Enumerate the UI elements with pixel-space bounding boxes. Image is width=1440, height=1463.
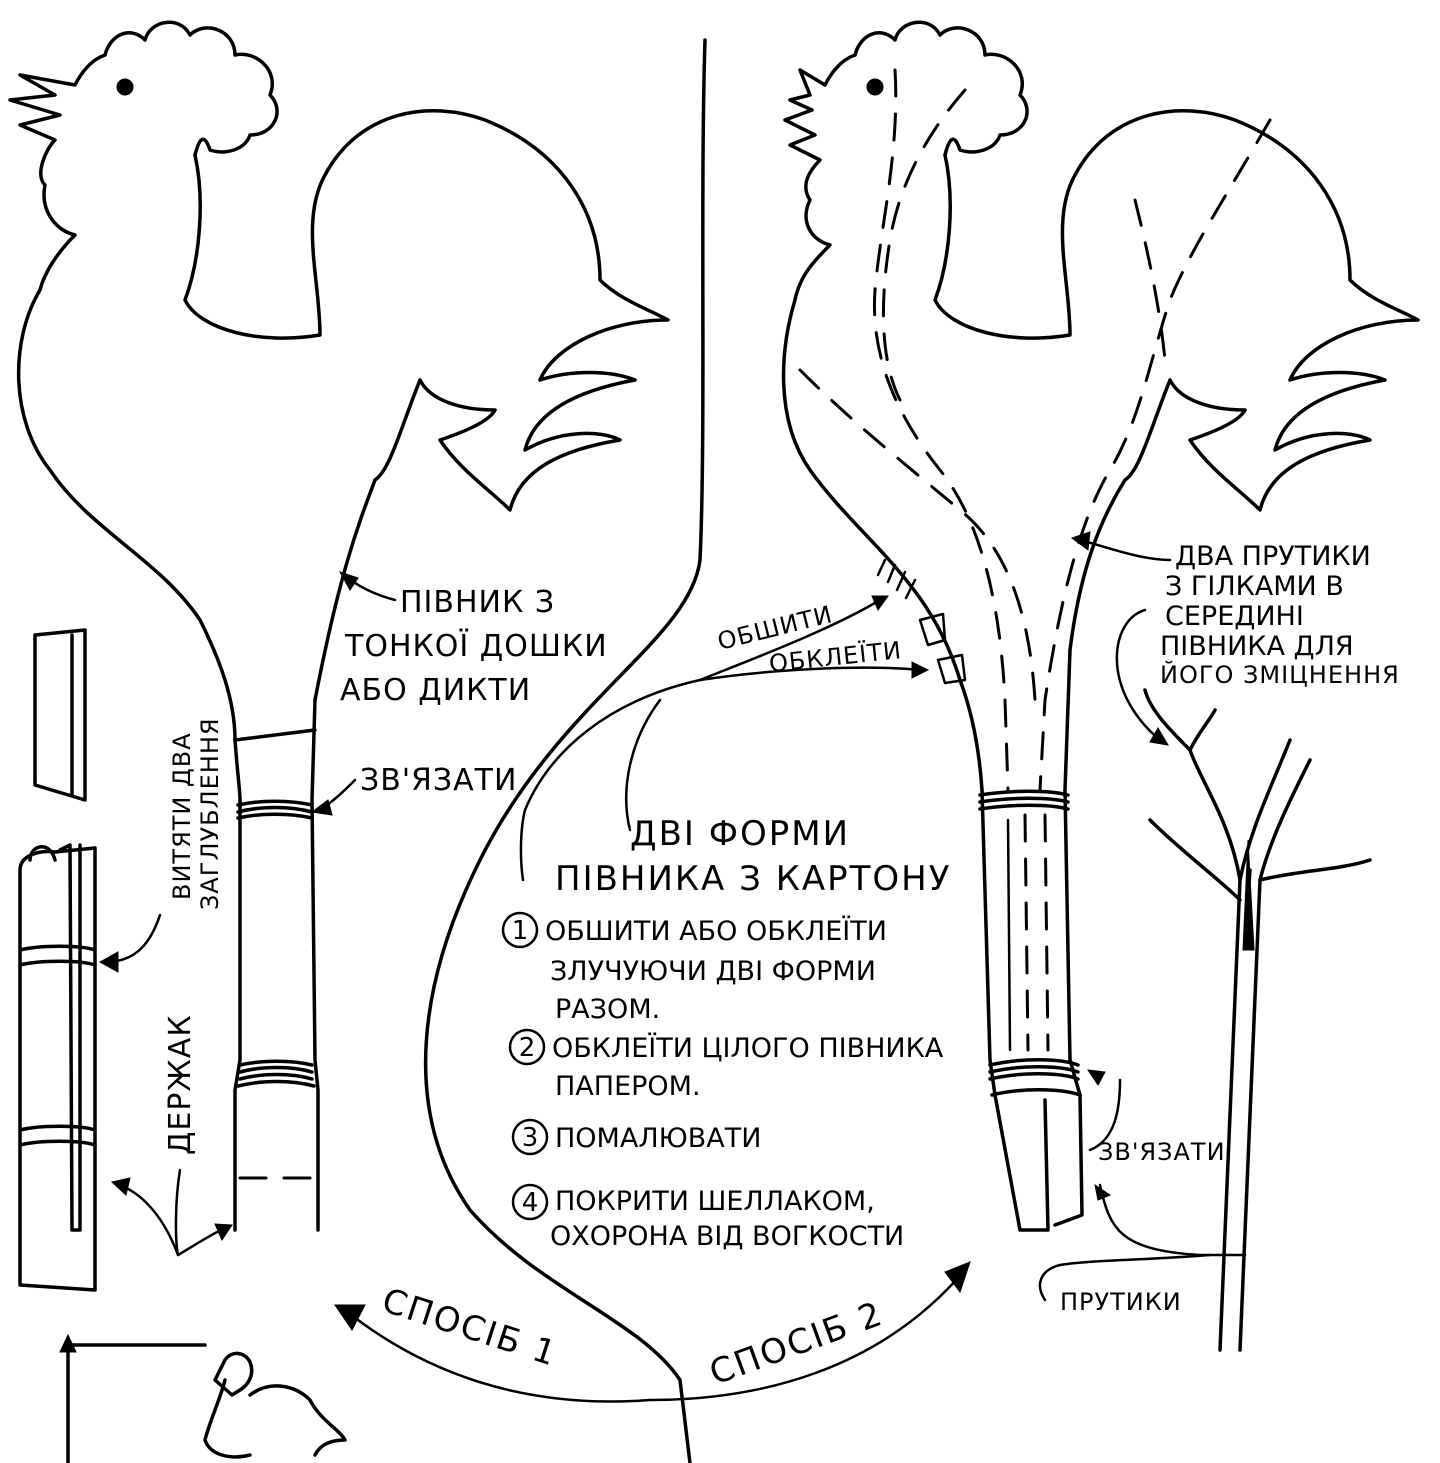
step-1: 1 ОБШИТИ АБО ОБКЛЕЇТИ ЗЛУЧУЮЧИ ДВІ ФОРМИ… xyxy=(503,913,887,1025)
twigs-note-line-3: СЕРЕДИНІ xyxy=(1165,601,1304,632)
title-line-2: ПІВНИКА З КАРТОНУ xyxy=(555,859,951,899)
twig-illustration xyxy=(1145,690,1370,1350)
left-handle-stick xyxy=(235,700,318,1230)
step-4-line-2: ОХОРОНА ВІД ВОГКОСТИ xyxy=(550,1221,904,1252)
step-1-number: 1 xyxy=(512,916,529,946)
tie-label-right: ЗВ'ЯЗАТИ xyxy=(1098,1138,1226,1166)
rooster-material-label-2: ТОНКОЇ ДОШКИ xyxy=(344,628,608,664)
slotted-handle xyxy=(20,845,95,1290)
grooves-label-1: ВИТЯТИ ДВА xyxy=(168,732,196,900)
step-1-line-3: РАЗОМ. xyxy=(555,994,660,1025)
twigs-label: ПРУТИКИ xyxy=(1060,1288,1182,1316)
step-3-line-1: ПОМАЛЮВАТИ xyxy=(555,1123,761,1154)
rooster-material-label-3: АБО ДИКТИ xyxy=(340,673,531,708)
twigs-note-line-5: ЙОГО ЗМІЦНЕННЯ xyxy=(1160,660,1400,689)
step-2-line-1: ОБКЛЕЇТИ ЦІЛОГО ПІВНИКА xyxy=(552,1032,944,1064)
plank-piece xyxy=(35,630,85,800)
step-4-number: 4 xyxy=(522,1188,539,1218)
twigs-note-line-4: ПІВНИКА ДЛЯ xyxy=(1160,631,1354,662)
rooster-material-label-1: ПІВНИК З xyxy=(400,585,555,620)
twigs-note-line-2: З ГІЛКАМИ В xyxy=(1165,571,1344,602)
small-rooster-sketch xyxy=(60,1335,345,1463)
step-2-line-2: ПАПЕРОМ. xyxy=(555,1071,701,1102)
grooves-label-2: ЗАГЛУБЛЕННЯ xyxy=(196,717,224,910)
step-4: 4 ПОКРИТИ ШЕЛЛАКОМ, ОХОРОНА ВІД ВОГКОСТИ xyxy=(513,1185,904,1252)
step-4-line-1: ПОКРИТИ ШЕЛЛАКОМ, xyxy=(555,1186,875,1217)
step-1-line-2: ЗЛУЧУЮЧИ ДВІ ФОРМИ xyxy=(550,956,876,987)
handle-label: ДЕРЖАК xyxy=(163,1014,198,1155)
step-1-line-1: ОБШИТИ АБО ОБКЛЕЇТИ xyxy=(545,915,887,947)
title-line-1: ДВІ ФОРМИ xyxy=(630,814,850,854)
step-2: 2 ОБКЛЕЇТИ ЦІЛОГО ПІВНИКА ПАПЕРОМ. xyxy=(510,1030,944,1102)
step-3: 3 ПОМАЛЮВАТИ xyxy=(513,1120,761,1154)
tie-label-left: ЗВ'ЯЗАТИ xyxy=(360,763,517,798)
step-2-number: 2 xyxy=(519,1033,536,1063)
twigs-note-line-1: ДВА ПРУТИКИ xyxy=(1175,541,1371,572)
glue-label: ОБКЛЕЇТИ xyxy=(768,635,904,678)
method-1-label: СПОСІБ 1 xyxy=(377,1281,562,1375)
step-3-number: 3 xyxy=(522,1123,539,1153)
right-stick xyxy=(980,790,1082,1230)
